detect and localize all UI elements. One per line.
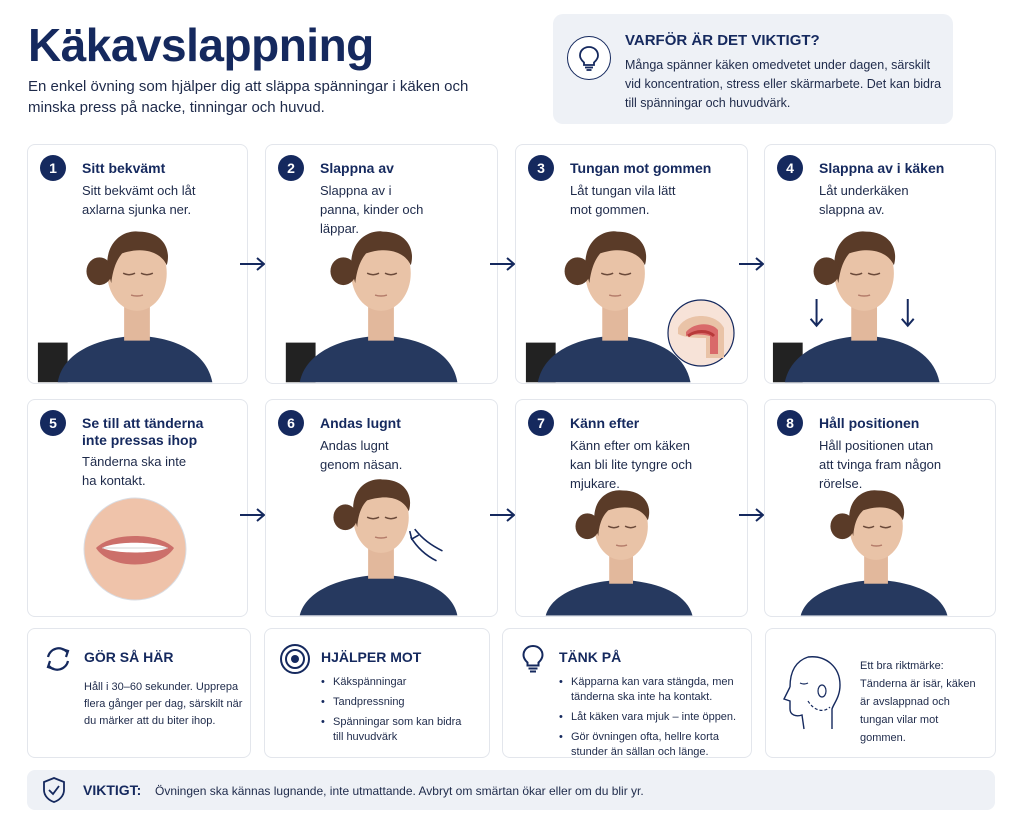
list-item: Låt käken vara mjuk – inte öppen. (559, 710, 745, 725)
step-card-1: 1 Sitt bekvämt Sitt bekvämt och låt axla… (27, 144, 248, 384)
arrow-down-icon (901, 298, 915, 328)
person-portrait-icon (545, 490, 693, 616)
why-title: VARFÖR ÄR DET VIKTIGT? (625, 32, 820, 49)
step-text: Tänderna ska inte ha kontakt. (82, 454, 187, 488)
person-portrait-icon (800, 490, 948, 616)
step-card-4: 4 Slappna av i käken Låt underkäken slap… (764, 144, 996, 384)
step-text: Slappna av i panna, kinder och läppar. (320, 183, 424, 236)
arrow-right-icon (490, 508, 516, 522)
think-panel: TÄNK PÅ Käpparna kan vara stängda, men t… (502, 628, 752, 758)
smiling-mouth-icon (83, 497, 187, 601)
person-portrait-icon (772, 231, 940, 383)
page-title: Käkavslappning (28, 19, 374, 71)
how-title: GÖR SÅ HÄR (84, 649, 174, 665)
important-text: Övningen ska kännas lugnande, inte utmat… (155, 784, 644, 798)
step-title: Tungan mot gommen (570, 160, 712, 176)
refresh-icon (46, 647, 70, 671)
list-item: Spänningar som kan bidra till huvudvärk (321, 715, 471, 745)
step-title: Slappna av (320, 160, 394, 176)
page-subtitle: En enkel övning som hjälper dig att släp… (28, 78, 469, 116)
step-title: Sitt bekvämt (82, 160, 166, 176)
step-number: 8 (777, 410, 803, 436)
step-title: Känn efter (570, 415, 640, 431)
how-panel: GÖR SÅ HÄR Håll i 30–60 sekunder. Upprep… (27, 628, 251, 758)
think-title: TÄNK PÅ (559, 649, 622, 665)
important-title: VIKTIGT: (83, 782, 142, 798)
step-text: Känn efter om käken kan bli lite tyngre … (570, 438, 693, 491)
list-item: Käpparna kan vara stängda, men tänderna … (559, 675, 745, 705)
mouth-cross-section-icon (667, 299, 735, 367)
why-text: Många spänner käken omedvetet under dage… (625, 58, 942, 110)
step-title: Slappna av i käken (819, 160, 945, 176)
breath-arrow-icon (408, 528, 443, 562)
list-item: Gör övningen ofta, hellre korta stunder … (559, 730, 745, 760)
arrow-right-icon (490, 257, 516, 271)
step-number: 5 (40, 410, 66, 436)
head-profile-icon (783, 656, 841, 730)
list-item: Käkspänningar (321, 675, 471, 690)
tip-text: Ett bra riktmärke: Tänderna är isär, käk… (860, 660, 976, 744)
lightbulb-icon (522, 644, 544, 673)
important-bar: VIKTIGT: Övningen ska kännas lugnande, i… (27, 770, 995, 810)
step-title: Håll positionen (819, 415, 920, 431)
step-text: Håll positionen utan att tvinga fram någ… (819, 438, 942, 491)
step-card-2: 2 Slappna av Slappna av i panna, kinder … (265, 144, 498, 384)
arrow-right-icon (739, 508, 765, 522)
step-number: 3 (528, 155, 554, 181)
person-portrait-icon (525, 231, 691, 383)
arrow-right-icon (739, 257, 765, 271)
step-card-7: 7 Känn efter Känn efter om käken kan bli… (515, 399, 748, 617)
helps-title: HJÄLPER MOT (321, 649, 422, 665)
step-card-8: 8 Håll positionen Håll positionen utan a… (764, 399, 996, 617)
list-item: Tandpressning (321, 695, 471, 710)
person-portrait-icon (299, 479, 458, 616)
step-title: Andas lugnt (320, 415, 401, 431)
shield-check-icon (43, 777, 65, 803)
arrow-right-icon (240, 508, 266, 522)
step-card-3: 3 Tungan mot gommen Låt tungan vila lätt… (515, 144, 748, 384)
think-list: Käpparna kan vara stängda, men tänderna … (559, 675, 745, 765)
helps-list: Käkspänningar Tandpressning Spänningar s… (321, 675, 471, 750)
step-title: Se till att tänderna inte pressas ihop (82, 415, 204, 448)
tip-panel: Ett bra riktmärke: Tänderna är isär, käk… (765, 628, 996, 758)
step-text: Andas lugnt genom näsan. (320, 438, 403, 472)
lightbulb-icon (567, 36, 611, 80)
step-number: 1 (40, 155, 66, 181)
target-icon (280, 644, 310, 674)
step-number: 6 (278, 410, 304, 436)
step-number: 4 (777, 155, 803, 181)
arrow-right-icon (240, 257, 266, 271)
person-portrait-icon (37, 231, 213, 383)
step-text: Sitt bekvämt och låt axlarna sjunka ner. (82, 183, 196, 217)
step-number: 7 (528, 410, 554, 436)
step-card-5: 5 Se till att tänderna inte pressas ihop… (27, 399, 248, 617)
helps-panel: HJÄLPER MOT Käkspänningar Tandpressning … (264, 628, 490, 758)
person-portrait-icon (285, 231, 458, 383)
step-card-6: 6 Andas lugnt Andas lugnt genom näsan. (265, 399, 498, 617)
arrow-down-icon (809, 298, 824, 328)
how-text: Håll i 30–60 sekunder. Upprepa flera gån… (84, 681, 243, 727)
step-text: Låt underkäken slappna av. (819, 183, 909, 217)
step-text: Låt tungan vila lätt mot gommen. (570, 183, 676, 217)
why-panel: VARFÖR ÄR DET VIKTIGT? Många spänner käk… (553, 14, 953, 124)
step-number: 2 (278, 155, 304, 181)
